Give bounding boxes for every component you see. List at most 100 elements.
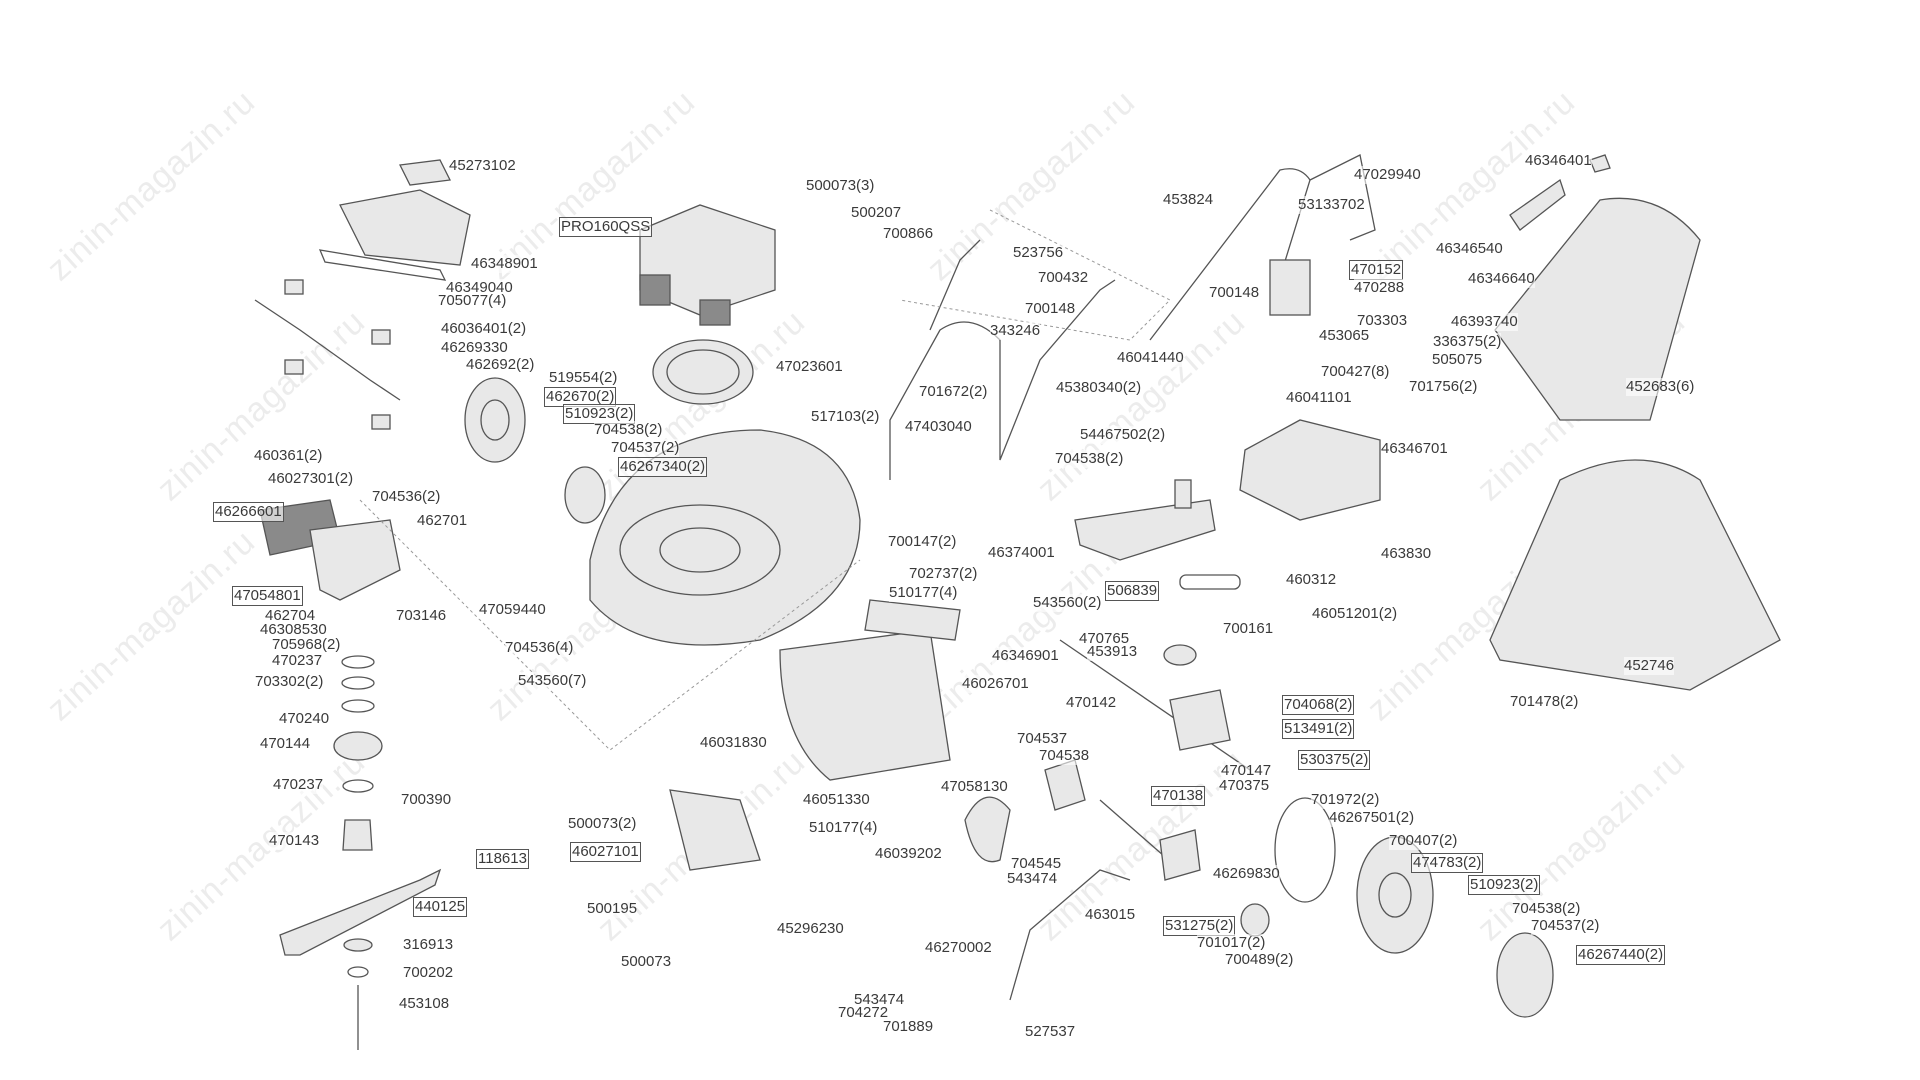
part-number-label: 701017(2) <box>1197 934 1266 952</box>
part-number-label: 46267340(2) <box>618 457 708 477</box>
part-number-label: 46031830 <box>700 734 767 752</box>
part-number-label: 700202 <box>403 964 454 982</box>
part-number-label: 543474 <box>1007 870 1058 888</box>
part-number-label: 701478(2) <box>1510 693 1579 711</box>
part-number-label: 462670(2) <box>544 387 617 407</box>
part-number-label: 705077(4) <box>438 292 507 310</box>
part-number-label: 47054801 <box>232 586 303 606</box>
part-number-label: 53133702 <box>1298 196 1365 214</box>
part-number-label: 316913 <box>403 936 454 954</box>
part-number-label: 704536(4) <box>505 639 574 657</box>
part-number-label: 701972(2) <box>1311 791 1380 809</box>
part-number-label: 500073(2) <box>568 815 637 833</box>
part-number-label: 46041440 <box>1117 349 1184 367</box>
part-number-label: 470142 <box>1066 694 1117 712</box>
part-number-label: 343246 <box>990 322 1041 340</box>
part-number-label: 700148 <box>1209 284 1260 302</box>
part-number-label: 704538 <box>1039 747 1090 765</box>
part-number-label: 452683(6) <box>1626 378 1695 396</box>
part-number-label: 462692(2) <box>466 356 535 374</box>
part-number-label: 45380340(2) <box>1056 379 1142 397</box>
part-number-label: 530375(2) <box>1298 750 1371 770</box>
grass-catcher-part <box>1239 154 1781 691</box>
part-number-label: 46393740 <box>1451 313 1518 331</box>
part-number-label: 704538(2) <box>1055 450 1124 468</box>
part-number-label: 700390 <box>401 791 452 809</box>
part-number-label: 700147(2) <box>888 533 957 551</box>
part-number-label: 527537 <box>1025 1023 1076 1041</box>
part-number-label: 519554(2) <box>549 369 618 387</box>
part-number-label: 700427(8) <box>1321 363 1390 381</box>
gearbox-part <box>964 639 1251 1001</box>
part-number-label: 470147 <box>1221 762 1272 780</box>
part-number-label: 517103(2) <box>811 408 880 426</box>
part-number-label: 523756 <box>1013 244 1064 262</box>
part-number-label: 453913 <box>1087 643 1138 661</box>
part-number-label: 46346640 <box>1468 270 1535 288</box>
part-number-label: 700161 <box>1223 620 1274 638</box>
part-number-label: 453108 <box>399 995 450 1013</box>
part-number-label: 701756(2) <box>1409 378 1478 396</box>
part-number-label: 470288 <box>1354 279 1405 297</box>
part-number-label: 46308530 <box>260 621 327 639</box>
part-number-label: 704538(2) <box>594 421 663 439</box>
part-number-label: 46267501(2) <box>1329 809 1415 827</box>
part-number-label: 470240 <box>279 710 330 728</box>
rear-cover-part <box>318 159 471 281</box>
part-number-label: 336375(2) <box>1433 333 1502 351</box>
part-number-label: 46270002 <box>925 939 992 957</box>
part-number-label: 500195 <box>587 900 638 918</box>
blade-assembly-part <box>279 655 442 1050</box>
part-number-label: 46267440(2) <box>1576 945 1666 965</box>
part-number-label: 46374001 <box>988 544 1055 562</box>
part-number-label: 703303 <box>1357 312 1408 330</box>
front-wheel-part <box>464 377 606 524</box>
part-number-label: 500073 <box>621 953 672 971</box>
part-number-label: 470375 <box>1219 777 1270 795</box>
part-number-label: 462701 <box>417 512 468 530</box>
part-number-label: 463830 <box>1381 545 1432 563</box>
part-number-label: 704068(2) <box>1282 695 1355 715</box>
rear-wheel-part <box>1240 797 1554 1018</box>
part-number-label: 510177(4) <box>809 819 878 837</box>
part-number-label: 453824 <box>1163 191 1214 209</box>
handle-part <box>889 154 1376 480</box>
part-number-label: 700866 <box>883 225 934 243</box>
part-number-label: 505075 <box>1432 351 1483 369</box>
part-number-label: 45273102 <box>449 157 516 175</box>
part-number-label: 700407(2) <box>1389 832 1458 850</box>
part-number-label: PRO160QSS <box>559 217 653 237</box>
part-number-label: 705968(2) <box>272 636 341 654</box>
part-number-label: 704537 <box>1017 730 1068 748</box>
part-number-label: 47029940 <box>1354 166 1421 184</box>
part-number-label: 704536(2) <box>372 488 441 506</box>
part-number-label: 54467502(2) <box>1080 426 1166 444</box>
part-number-label: 470237 <box>273 776 324 794</box>
part-number-label: 46051330 <box>803 791 870 809</box>
part-number-label: 470138 <box>1151 786 1206 806</box>
part-number-label: 460312 <box>1286 571 1337 589</box>
part-number-label: 47023601 <box>776 358 843 376</box>
part-number-label: 543560(7) <box>518 672 587 690</box>
part-number-label: 470144 <box>260 735 311 753</box>
part-number-label: 46346540 <box>1436 240 1503 258</box>
part-number-label: 470152 <box>1349 260 1404 280</box>
engine-part <box>639 204 776 405</box>
part-number-label: 703302(2) <box>255 673 324 691</box>
part-number-label: 702737(2) <box>909 565 978 583</box>
part-number-label: 46051201(2) <box>1312 605 1398 623</box>
part-number-label: 704538(2) <box>1512 900 1581 918</box>
part-number-label: 510923(2) <box>1468 875 1541 895</box>
part-number-label: 46269830 <box>1213 865 1280 883</box>
part-number-label: 463015 <box>1085 906 1136 924</box>
part-number-label: 118613 <box>476 849 529 869</box>
rear-chute-part <box>669 599 961 871</box>
part-number-label: 45296230 <box>777 920 844 938</box>
part-number-label: 46027101 <box>570 842 641 862</box>
part-number-label: 704272 <box>838 1004 889 1022</box>
part-number-label: 452746 <box>1624 657 1675 675</box>
part-number-label: 704537(2) <box>1531 917 1600 935</box>
part-number-label: 704545 <box>1011 855 1062 873</box>
part-number-label: 46348901 <box>471 255 538 273</box>
